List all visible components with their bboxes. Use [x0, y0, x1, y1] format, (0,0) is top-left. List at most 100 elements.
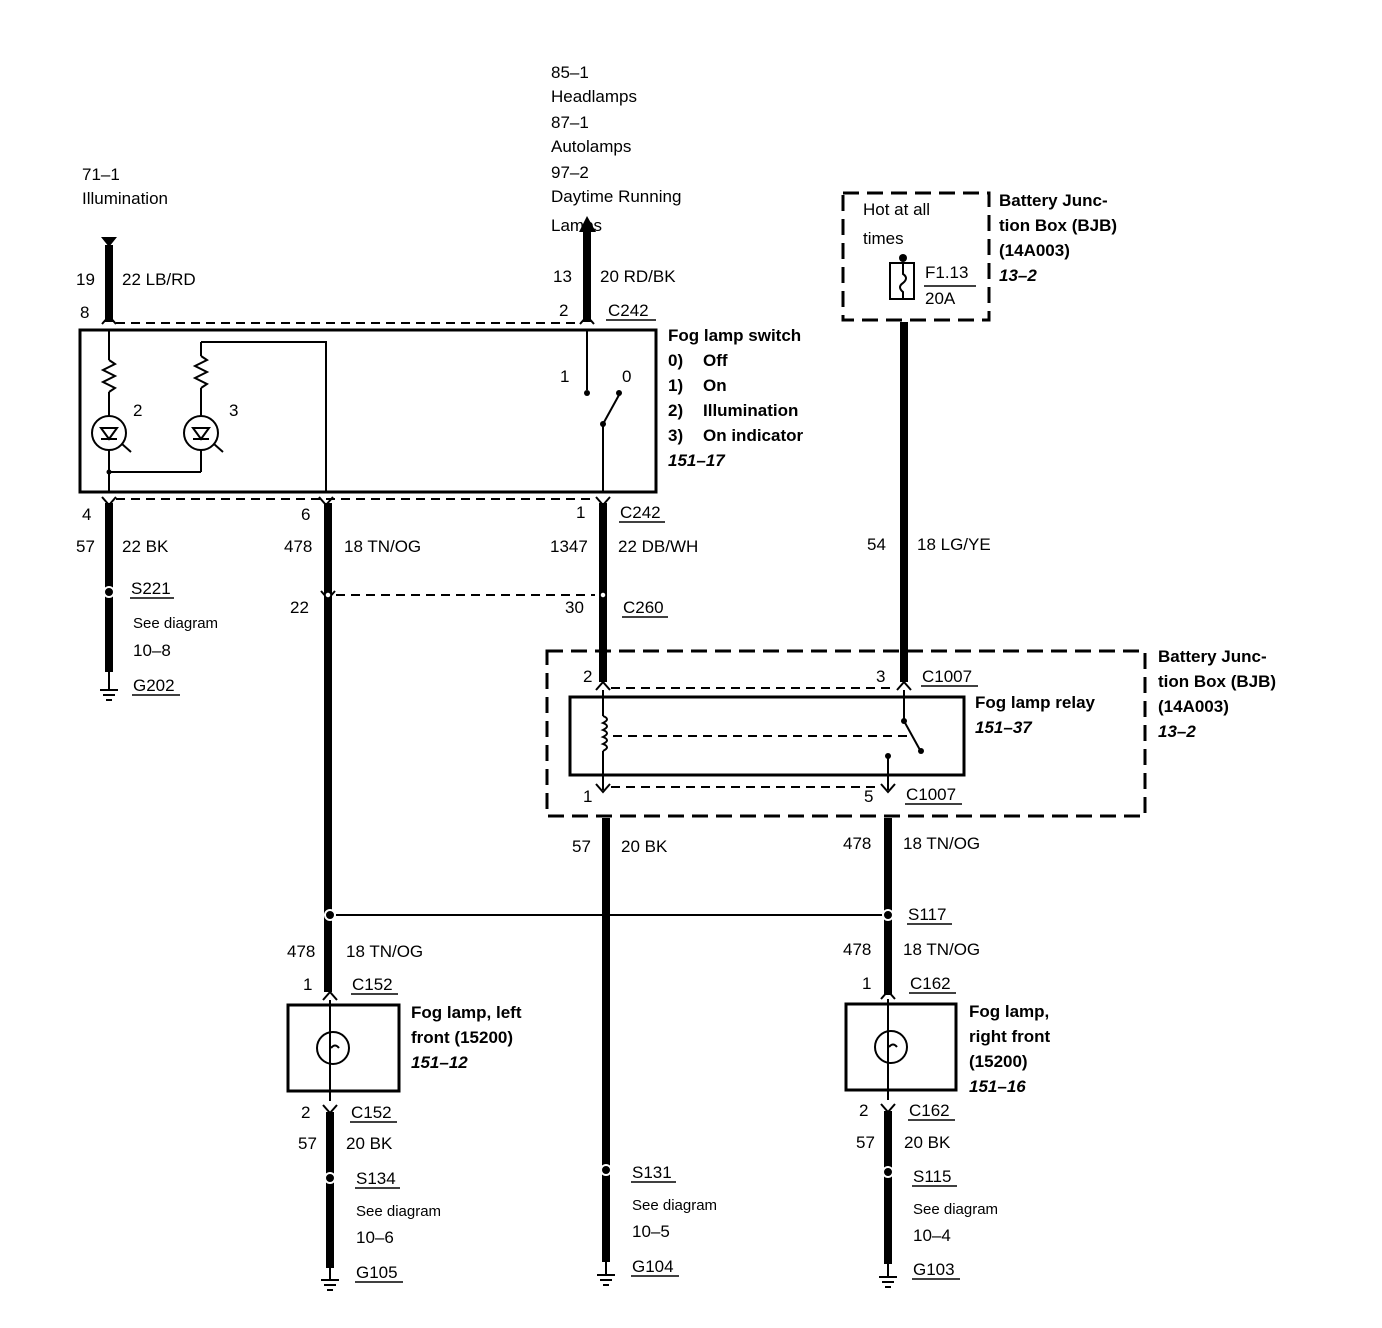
svg-text:10–6: 10–6 — [356, 1228, 394, 1247]
svg-text:30: 30 — [565, 598, 584, 617]
svg-text:10–8: 10–8 — [133, 641, 171, 660]
pin-8-terminal — [101, 314, 117, 325]
w19-pin: 8 — [80, 303, 89, 322]
svg-text:C1007: C1007 — [906, 785, 956, 804]
svg-text:20 BK: 20 BK — [904, 1133, 951, 1152]
svg-text:C152: C152 — [351, 1103, 392, 1122]
ground-g105-icon — [321, 1268, 339, 1291]
ground-g103-icon — [879, 1264, 897, 1288]
pin-2-terminal — [579, 314, 595, 325]
svg-text:Battery Junc-: Battery Junc- — [1158, 647, 1267, 666]
svg-text:See diagram: See diagram — [133, 615, 218, 632]
fog-lamp-relay-box — [568, 695, 966, 777]
w13-pin: 2 — [559, 301, 568, 320]
w19-color: 22 LB/RD — [122, 270, 196, 289]
svg-text:151–16: 151–16 — [969, 1077, 1026, 1096]
illumination-label: Illumination — [82, 189, 168, 208]
svg-text:See diagram: See diagram — [356, 1203, 441, 1220]
svg-text:Hot at all: Hot at all — [863, 200, 930, 219]
svg-text:times: times — [863, 229, 904, 248]
svg-text:On indicator: On indicator — [703, 426, 804, 445]
svg-text:C162: C162 — [909, 1101, 950, 1120]
svg-text:6: 6 — [301, 505, 310, 524]
svg-text:57: 57 — [76, 537, 95, 556]
svg-text:C260: C260 — [623, 598, 664, 617]
svg-text:Fog lamp relay: Fog lamp relay — [975, 693, 1096, 712]
svg-text:151–12: 151–12 — [411, 1053, 468, 1072]
svg-text:18 TN/OG: 18 TN/OG — [346, 942, 423, 961]
svg-text:3): 3) — [668, 426, 683, 445]
relay-coil-icon — [600, 715, 608, 752]
svg-text:Fog lamp,: Fog lamp, — [969, 1002, 1049, 1021]
svg-text:2): 2) — [668, 401, 683, 420]
svg-text:10–5: 10–5 — [632, 1222, 670, 1241]
svg-text:(15200): (15200) — [969, 1052, 1028, 1071]
svg-text:C152: C152 — [352, 975, 393, 994]
illumination-ref: 71–1 — [82, 165, 120, 184]
lamps-ref-6: Daytime Running — [551, 187, 681, 206]
fog-lamp-right-bulb-icon — [874, 1030, 908, 1064]
svg-text:C162: C162 — [910, 974, 951, 993]
svg-text:0): 0) — [668, 351, 683, 370]
svg-text:1: 1 — [583, 787, 592, 806]
lamps-ref-2: Headlamps — [551, 87, 637, 106]
svg-text:S117: S117 — [908, 905, 946, 924]
svg-text:2: 2 — [583, 667, 592, 686]
svg-text:54: 54 — [867, 535, 886, 554]
svg-text:4: 4 — [82, 505, 91, 524]
headlamps-output-arrow — [579, 216, 596, 232]
switch-title: Fog lamp switch — [668, 326, 801, 345]
svg-text:(14A003): (14A003) — [1158, 697, 1229, 716]
w13-conn: C242 — [608, 301, 649, 320]
bulb-2-label: 2 — [133, 401, 142, 420]
svg-text:1: 1 — [576, 503, 585, 522]
svg-text:478: 478 — [843, 834, 871, 853]
svg-text:S134: S134 — [356, 1169, 396, 1188]
svg-text:F1.13: F1.13 — [925, 263, 968, 282]
bjb-fuse-box — [841, 191, 991, 322]
svg-text:C1007: C1007 — [922, 667, 972, 686]
lamps-ref-5: 97–2 — [551, 163, 589, 182]
svg-text:On: On — [703, 376, 727, 395]
svg-text:22 DB/WH: 22 DB/WH — [618, 537, 698, 556]
svg-text:20 BK: 20 BK — [346, 1134, 393, 1153]
svg-text:S131: S131 — [632, 1163, 672, 1182]
svg-text:18 TN/OG: 18 TN/OG — [903, 834, 980, 853]
svg-text:Battery Junc-: Battery Junc- — [999, 191, 1108, 210]
svg-text:1: 1 — [303, 975, 312, 994]
ground-g104-icon — [597, 1262, 615, 1286]
svg-text:57: 57 — [298, 1134, 317, 1153]
switch-blade — [602, 394, 620, 425]
lamps-ref-7: Lamps — [551, 216, 602, 235]
svg-text:right front: right front — [969, 1027, 1051, 1046]
svg-text:22: 22 — [290, 598, 309, 617]
svg-text:G202: G202 — [133, 676, 175, 695]
svg-text:478: 478 — [284, 537, 312, 556]
svg-text:Fog lamp, left: Fog lamp, left — [411, 1003, 522, 1022]
bjb-relay-box — [545, 649, 1147, 818]
svg-text:2: 2 — [301, 1103, 310, 1122]
svg-text:tion Box (BJB): tion Box (BJB) — [999, 216, 1117, 235]
svg-text:57: 57 — [856, 1133, 875, 1152]
illumination-input-arrow — [101, 237, 117, 247]
svg-text:G104: G104 — [632, 1257, 674, 1276]
resistor-2 — [100, 359, 118, 393]
svg-text:151–37: 151–37 — [975, 718, 1033, 737]
svg-text:3: 3 — [876, 667, 885, 686]
svg-text:S115: S115 — [913, 1167, 951, 1186]
svg-text:57: 57 — [572, 837, 591, 856]
svg-text:478: 478 — [843, 940, 871, 959]
lamps-ref-1: 85–1 — [551, 63, 589, 82]
svg-text:20A: 20A — [925, 289, 956, 308]
svg-text:13–2: 13–2 — [999, 266, 1037, 285]
svg-text:1347: 1347 — [550, 537, 588, 556]
svg-text:1: 1 — [862, 974, 871, 993]
fog-lamp-left-box — [286, 1003, 401, 1093]
svg-text:13–2: 13–2 — [1158, 722, 1196, 741]
svg-text:Illumination: Illumination — [703, 401, 798, 420]
on-indicator-bulb-icon — [183, 415, 219, 451]
fog-lamp-switch-box — [78, 328, 658, 494]
svg-text:18 TN/OG: 18 TN/OG — [903, 940, 980, 959]
svg-text:478: 478 — [287, 942, 315, 961]
